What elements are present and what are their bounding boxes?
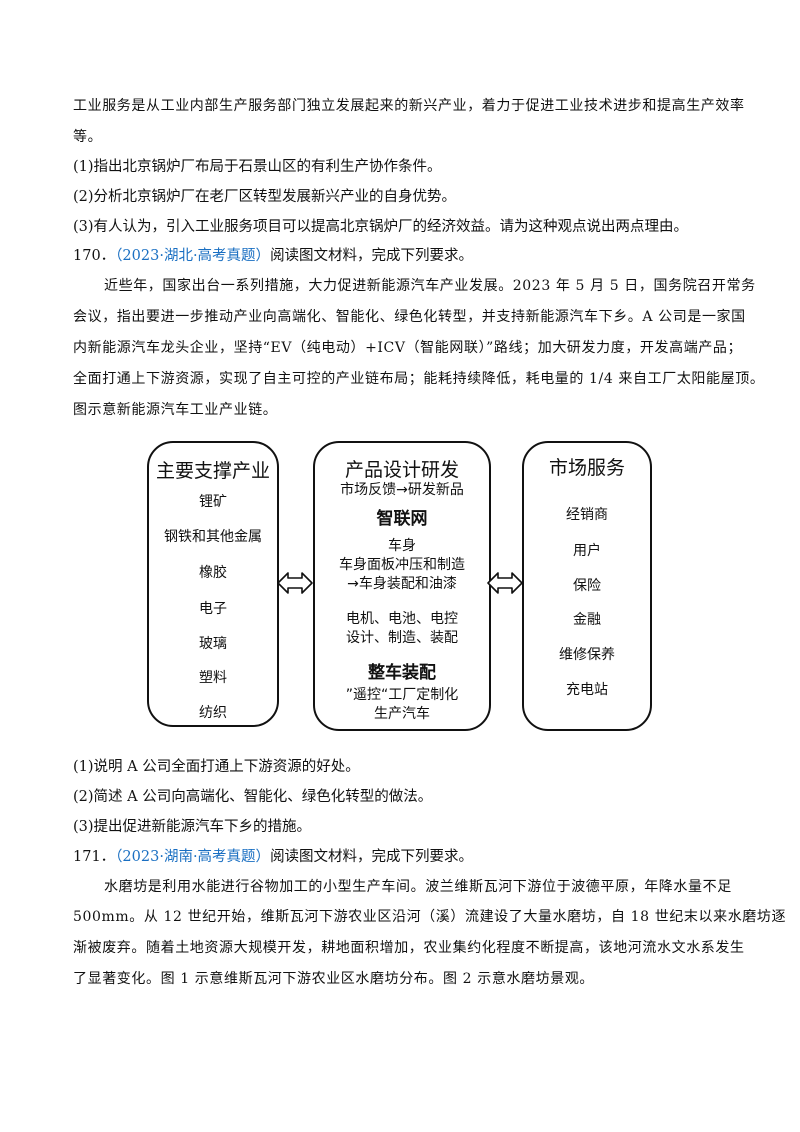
material-line: 了显著变化。图 1 示意维斯瓦河下游农业区水磨坊分布。图 2 示意水磨坊景观。 <box>73 971 595 987</box>
question-number: 171． <box>73 849 116 865</box>
paragraph-line: 工业服务是从工业内部生产服务部门独立发展起来的新兴产业，着力于促进工业技术进步和… <box>73 98 745 114</box>
support-item: 锂矿 <box>199 494 227 510</box>
double-arrow-icon <box>277 572 313 594</box>
question-1: (1)说明 A 公司全面打通上下游资源的好处。 <box>73 759 360 775</box>
question-171-header: 171．（2023·湖南·高考真题）阅读图文材料，完成下列要求。 <box>73 847 473 867</box>
service-item: 金融 <box>573 612 601 628</box>
question-170-header: 170．（2023·湖北·高考真题）阅读图文材料，完成下列要求。 <box>73 246 473 266</box>
smart-network-heading: 智联网 <box>376 509 428 529</box>
assembly-heading: 整车装配 <box>368 663 436 683</box>
double-arrow-icon <box>487 572 523 594</box>
question-3: (3)提出促进新能源汽车下乡的措施。 <box>73 819 312 835</box>
question-number: 170． <box>73 248 116 264</box>
material-line: 近些年，国家出台一系列措施，大力促进新能源汽车产业发展。2023 年 5 月 5… <box>104 278 756 294</box>
process-line: 车身面板冲压和制造 <box>339 557 465 573</box>
process-line: 车身 <box>388 538 416 554</box>
service-item: 经销商 <box>566 507 608 523</box>
assembly-line: ”遥控“工厂定制化 <box>345 687 459 703</box>
service-item: 用户 <box>573 543 601 559</box>
question-2: (2)分析北京锅炉厂在老厂区转型发展新兴产业的自身优势。 <box>73 189 457 205</box>
product-design-title: 产品设计研发 <box>344 459 459 481</box>
service-item: 维修保养 <box>559 647 615 663</box>
process-line: 电机、电池、电控 <box>346 611 458 627</box>
support-item: 钢铁和其他金属 <box>164 529 262 545</box>
question-1: (1)指出北京锅炉厂布局于石景山区的有利生产协作条件。 <box>73 159 442 175</box>
support-industry-title: 主要支撑产业 <box>155 460 270 482</box>
support-item: 橡胶 <box>199 565 227 581</box>
material-line: 内新能源汽车龙头企业，坚持“EV（纯电动）+ICV（智能网联）”路线；加大研发力… <box>73 340 743 356</box>
service-item: 保险 <box>573 578 601 594</box>
service-item: 充电站 <box>566 682 608 698</box>
material-line: 500mm。从 12 世纪开始，维斯瓦河下游农业区沿河（溪）流建设了大量水磨坊，… <box>73 909 787 925</box>
material-line: 图示意新能源汽车工业产业链。 <box>73 402 278 418</box>
assembly-line: 生产汽车 <box>374 706 430 722</box>
support-item: 纺织 <box>199 705 227 721</box>
process-line: →车身装配和油漆 <box>347 576 457 592</box>
process-line: 设计、制造、装配 <box>346 630 458 646</box>
material-line: 水磨坊是利用水能进行谷物加工的小型生产车间。波兰维斯瓦河下游位于波德平原，年降水… <box>104 879 732 895</box>
market-service-box <box>522 441 652 731</box>
question-prompt: 阅读图文材料，完成下列要求。 <box>270 849 474 865</box>
material-line: 渐被废弃。随着土地资源大规模开发，耕地面积增加，农业集约化程度不断提高，该地河流… <box>73 940 745 956</box>
material-line: 会议，指出要进一步推动产业向高端化、智能化、绿色化转型，并支持新能源汽车下乡。A… <box>73 309 746 325</box>
question-source: （2023·湖北·高考真题） <box>115 248 271 264</box>
market-service-title: 市场服务 <box>548 457 625 479</box>
question-source: （2023·湖南·高考真题） <box>115 849 271 865</box>
product-design-box <box>313 441 491 731</box>
question-3: (3)有人认为，引入工业服务项目可以提高北京锅炉厂的经济效益。请为这种观点说出两… <box>73 219 689 235</box>
support-industry-box <box>147 441 279 727</box>
question-prompt: 阅读图文材料，完成下列要求。 <box>270 248 474 264</box>
material-line: 全面打通上下游资源，实现了自主可控的产业链布局；能耗持续降低，耗电量的 1/4 … <box>73 371 765 387</box>
support-item: 玻璃 <box>199 636 227 652</box>
question-2: (2)简述 A 公司向高端化、智能化、绿色化转型的做法。 <box>73 789 433 805</box>
paragraph-line: 等。 <box>73 129 103 145</box>
support-item: 电子 <box>199 601 227 617</box>
product-design-subtitle: 市场反馈→研发新品 <box>340 482 464 498</box>
support-item: 塑料 <box>199 670 227 686</box>
